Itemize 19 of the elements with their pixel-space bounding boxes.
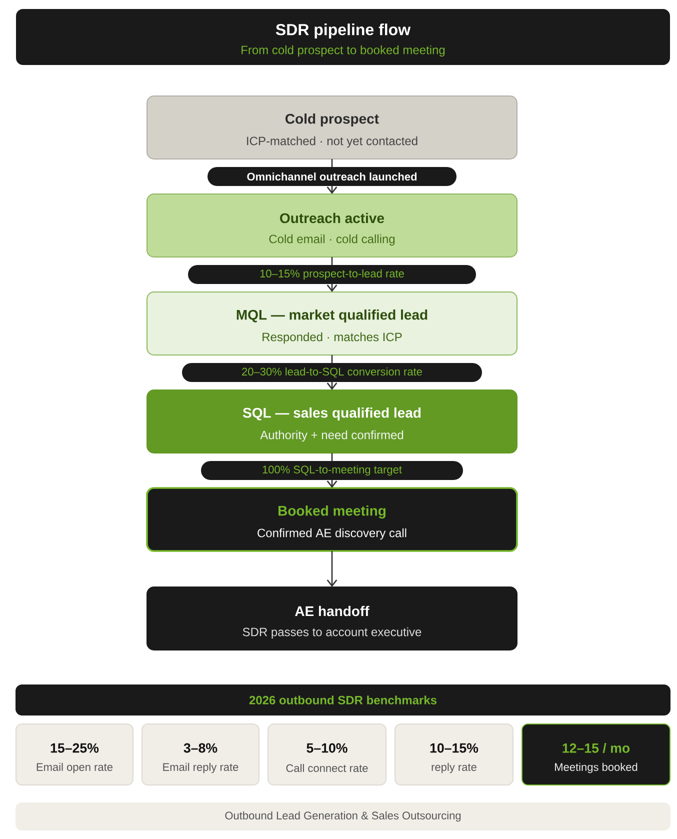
edge-label: 100% SQL-to-meeting target [201, 461, 463, 480]
process-box: MQL — market qualified lead Responded · matches ICP [146, 292, 518, 356]
metric-card: 5–10% Call connect rate [268, 724, 386, 786]
metric-card: 12–15 / mo Meetings booked [522, 724, 670, 786]
arrow [326, 551, 338, 587]
process-box: AE handoff SDR passes to account executive [146, 586, 518, 650]
process-box: Cold prospect ICP-matched · not yet contacted [146, 96, 518, 160]
title-banner: SDR pipeline flow From cold prospect to booked meeting [16, 9, 670, 65]
footer-bar: Outbound Lead Generation & Sales Outsourcing [16, 802, 670, 830]
process-box: Booked meeting Confirmed AE discovery call [146, 487, 518, 552]
metric-card: 3–8% Email reply rate [142, 724, 260, 786]
metric-card: 10–15% reply rate [394, 724, 514, 786]
header-bar: 2026 outbound SDR benchmarks [16, 684, 670, 716]
edge-label: Omnichannel outreach launched [208, 167, 456, 186]
edge-label: 20–30% lead-to-SQL conversion rate [182, 363, 482, 382]
process-box: SQL — sales qualified lead Authority + need confirmed [146, 390, 518, 454]
edge-label: 10–15% prospect-to-lead rate [188, 265, 476, 284]
process-box: Outreach active Cold email · cold calling [146, 194, 518, 258]
metric-card: 15–25% Email open rate [16, 724, 134, 786]
